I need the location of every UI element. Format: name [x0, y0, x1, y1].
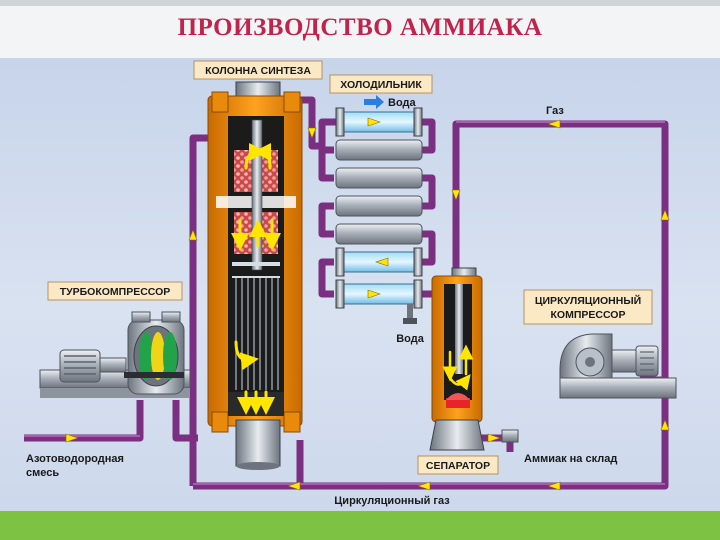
- label-feed-line1: Азотоводородная: [26, 453, 124, 465]
- label-turbocompressor-text: ТУРБОКОМПРЕССОР: [60, 286, 171, 298]
- label-circ-compressor-line1: ЦИРКУЛЯЦИОННЫЙ: [535, 294, 641, 307]
- down-gas-arrow: [451, 189, 461, 201]
- label-cooler: ХОЛОДИЛЬНИК: [329, 74, 433, 94]
- label-synthesis-column-text: КОЛОННА СИНТЕЗА: [205, 65, 311, 77]
- label-circ-compressor-line2: КОМПРЕССОР: [551, 309, 626, 321]
- circulation-compressor: [559, 333, 677, 399]
- feed-arrow: [65, 433, 79, 443]
- label-separator-text: СЕПАРАТОР: [426, 460, 490, 472]
- label-circulation-compressor: ЦИРКУЛЯЦИОННЫЙ КОМПРЕССОР: [523, 289, 653, 325]
- label-synthesis-column: КОЛОННА СИНТЕЗА: [193, 60, 323, 80]
- label-gas: Газ: [546, 105, 564, 117]
- label-ammonia-to-storage: Аммиак на склад: [524, 453, 617, 465]
- bottom-arrow-3: [547, 481, 561, 491]
- cooler: [335, 95, 423, 324]
- label-water-in: Вода: [388, 97, 417, 109]
- label-separator: СЕПАРАТОР: [417, 455, 499, 475]
- label-circulation-gas: Циркуляционный газ: [334, 495, 450, 507]
- label-turbocompressor: ТУРБОКОМПРЕССОР: [47, 281, 183, 301]
- col-top-arrow: [307, 127, 317, 139]
- bottom-strip: [0, 511, 720, 540]
- top-arrow: [547, 119, 561, 129]
- pipe-flow-arrows: [65, 119, 670, 491]
- right-arrow-2: [660, 209, 670, 221]
- separator: [429, 267, 519, 451]
- storage-arrow: [487, 433, 501, 443]
- bottom-arrow-2: [417, 481, 431, 491]
- label-water-out: Вода: [396, 333, 425, 345]
- right-arrow-1: [660, 419, 670, 431]
- bottom-arrow-1: [287, 481, 301, 491]
- label-feed-line2: смесь: [26, 467, 59, 479]
- page-title: ПРОИЗВОДСТВО АММИАКА: [177, 14, 543, 41]
- synthesis-column: [207, 81, 303, 470]
- title-bar: ПРОИЗВОДСТВО АММИАКА: [0, 0, 720, 58]
- water-inlet-arrow: [364, 95, 384, 109]
- left-loop-arrow: [188, 229, 198, 241]
- label-cooler-text: ХОЛОДИЛЬНИК: [340, 79, 422, 91]
- ammonia-liquid: [446, 398, 470, 408]
- turbocompressor: [39, 311, 191, 398]
